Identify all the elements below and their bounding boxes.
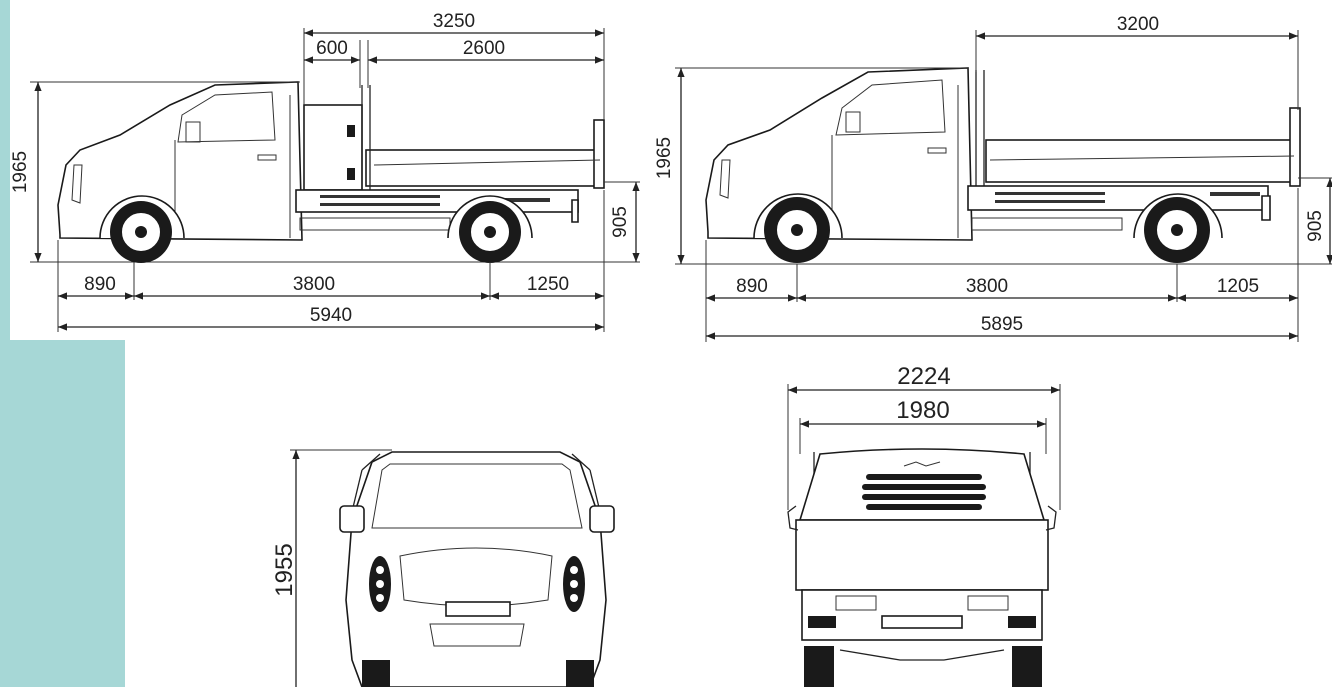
side-view-1-rear-wheel — [459, 201, 521, 263]
rear-view-vehicle — [787, 448, 1057, 687]
rear-view: 2224 1980 — [787, 363, 1061, 687]
dim-v1-overall-height: 1965 — [10, 151, 31, 193]
dim-v1-front-overhang: 890 — [84, 274, 116, 295]
dim-v1-overall-length: 5940 — [310, 305, 352, 326]
side-view-1-front-wheel — [110, 201, 172, 263]
dim-v2-front-overhang: 890 — [736, 276, 768, 297]
side-view-2-rear-wheel — [1144, 197, 1210, 263]
dim-rear-bed-width: 1980 — [896, 397, 949, 424]
side-view-1: 1965 3250 600 2600 905 890 3800 1250 594… — [10, 11, 640, 332]
dim-v1-body-length: 3250 — [433, 11, 475, 32]
dim-v1-cab-gap: 600 — [316, 38, 348, 59]
side-view-2-vehicle — [705, 67, 1301, 263]
dim-rear-overall-width: 2224 — [897, 363, 950, 390]
dim-front-height: 1955 — [271, 543, 298, 596]
dim-v2-overall-length: 5895 — [981, 314, 1023, 335]
dim-v1-rear-overhang: 1250 — [527, 274, 569, 295]
side-view-1-vehicle — [57, 81, 605, 263]
side-view-2-front-wheel — [764, 197, 830, 263]
dim-v2-overall-height: 1965 — [654, 137, 675, 179]
front-view-vehicle — [339, 451, 615, 687]
dim-v1-bed-length: 2600 — [463, 38, 505, 59]
front-view: 1955 — [271, 449, 615, 687]
dim-v2-bed-length: 3200 — [1117, 14, 1159, 35]
dim-v2-wheelbase: 3800 — [966, 276, 1008, 297]
dim-v2-bed-height: 905 — [1305, 210, 1326, 242]
side-view-2: 1965 3200 905 890 3800 1205 5895 — [654, 14, 1332, 342]
dim-v2-rear-overhang: 1205 — [1217, 276, 1259, 297]
dim-v1-bed-height: 905 — [610, 206, 631, 238]
dim-v1-wheelbase: 3800 — [293, 274, 335, 295]
